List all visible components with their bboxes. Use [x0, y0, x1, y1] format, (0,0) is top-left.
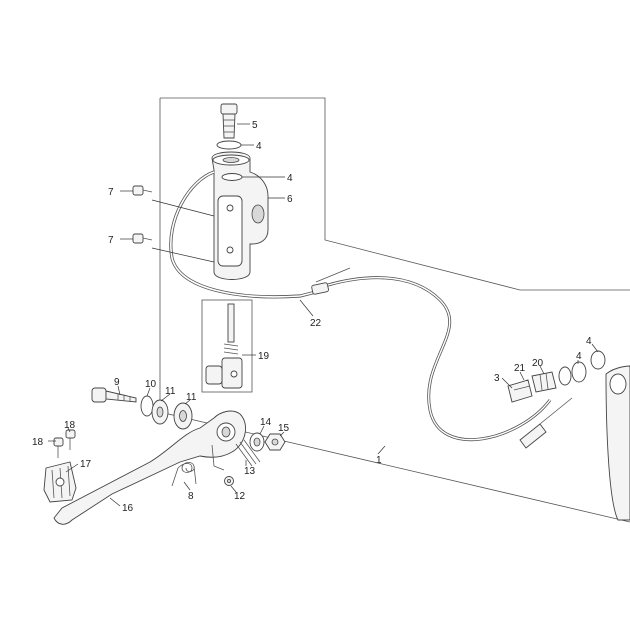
sealing-washer-b [571, 361, 587, 383]
circlip [140, 395, 154, 417]
pivot-bolt [91, 387, 137, 403]
tip-screws [53, 429, 76, 458]
callout-4: 4 [287, 173, 293, 184]
nut [224, 476, 234, 486]
callout-18: 18 [32, 437, 44, 448]
reservoir-cap [220, 103, 238, 139]
o-ring-upper [216, 140, 242, 150]
callout-6: 6 [287, 194, 293, 205]
callout-22: 22 [310, 318, 322, 329]
callout-5: 5 [252, 120, 258, 131]
callout-4: 4 [576, 351, 582, 362]
o-ring-lower [221, 173, 243, 181]
callout-7: 7 [108, 187, 114, 198]
callout-13: 13 [244, 466, 256, 477]
callout-10: 10 [145, 379, 157, 390]
callout-4: 4 [586, 336, 592, 347]
rear-caliper-edge [605, 365, 630, 521]
callout-8: 8 [188, 491, 194, 502]
callout-3: 3 [494, 373, 500, 384]
adjuster-spring [235, 439, 261, 467]
callout-19: 19 [258, 351, 270, 362]
lock-nut [264, 433, 286, 451]
callout-18: 18 [64, 420, 76, 431]
hose-end-fitting [519, 397, 573, 449]
sealing-washer-a [558, 366, 572, 386]
callout-20: 20 [532, 358, 544, 369]
leader-lines [48, 123, 599, 507]
return-spring [171, 462, 197, 487]
banjo-fitting [531, 371, 557, 393]
bushing-right [173, 402, 193, 430]
callout-12: 12 [234, 491, 246, 502]
callout-21: 21 [514, 363, 526, 374]
hydraulic-hose [169, 170, 552, 442]
callout-7: 7 [108, 235, 114, 246]
banjo-bolt [507, 379, 533, 403]
callout-1: 1 [376, 455, 382, 466]
pedal-tip [43, 461, 77, 503]
callout-labels: 5 4 4 6 7 7 22 19 9 10 11 11 14 15 18 18… [32, 120, 592, 514]
callout-11: 11 [165, 386, 176, 397]
callout-11: 11 [186, 392, 197, 403]
callout-17: 17 [80, 459, 92, 470]
bushing-left [151, 399, 169, 425]
bolt-upper [132, 185, 153, 196]
master-cylinder [211, 151, 269, 280]
washer [249, 432, 265, 452]
callout-15: 15 [278, 423, 290, 434]
push-rod-assembly [201, 299, 253, 393]
callout-16: 16 [122, 503, 134, 514]
bolt-lower [132, 233, 153, 244]
callout-4: 4 [256, 141, 262, 152]
sealing-washer-c [590, 350, 606, 370]
brake-pedal [53, 410, 247, 525]
callout-9: 9 [114, 377, 120, 388]
callout-14: 14 [260, 417, 272, 428]
